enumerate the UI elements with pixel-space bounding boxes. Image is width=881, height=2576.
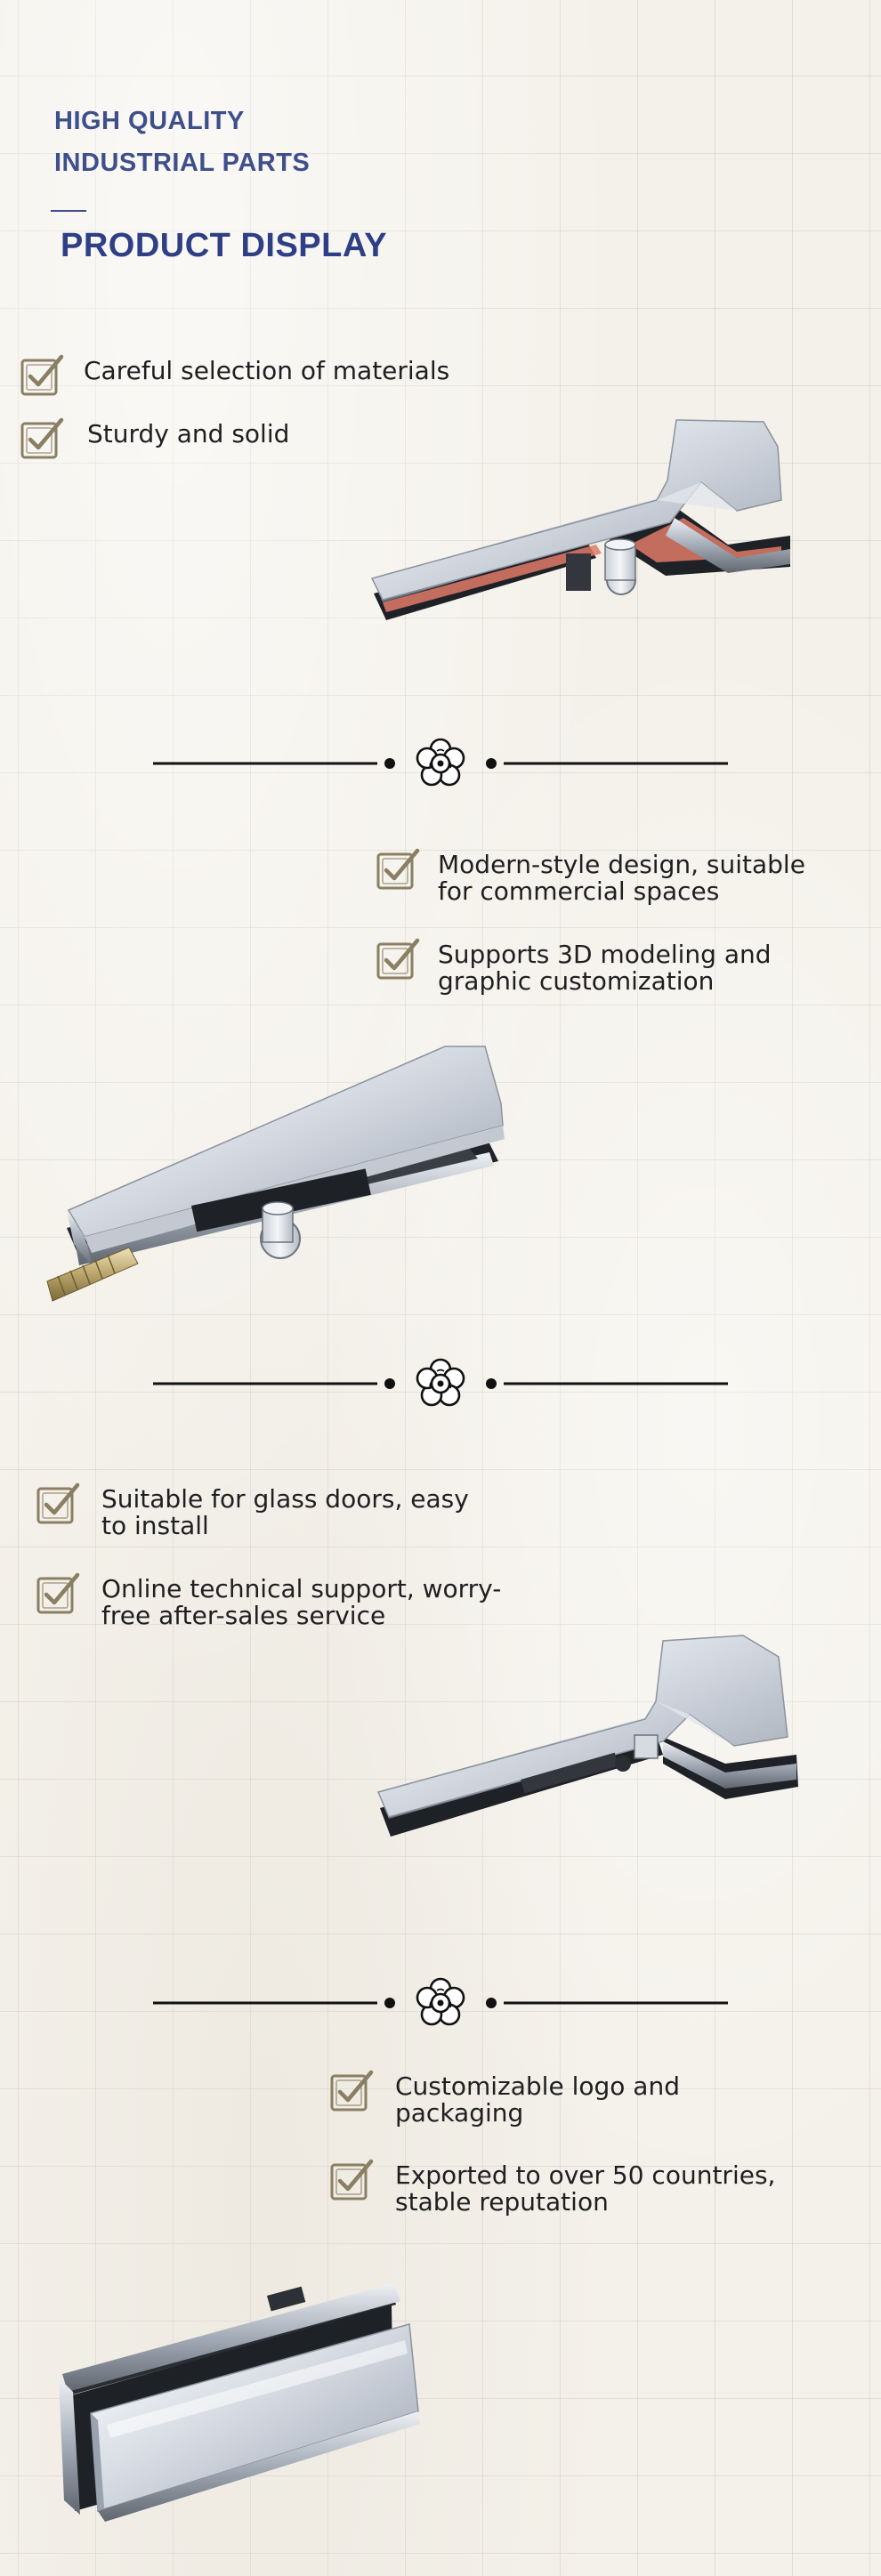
page-title: PRODUCT DISPLAY — [61, 227, 388, 264]
header-line-2: INDUSTRIAL PARTS — [54, 149, 311, 177]
feature-text: Supports 3D modeling and graphic customi… — [438, 940, 772, 996]
product-image-u-patch-fitting — [59, 2283, 420, 2522]
flower-ornament-icon — [153, 1976, 728, 2030]
flower-ornament-icon — [153, 737, 728, 790]
flower-ornament-icon — [153, 1357, 728, 1410]
checkbox-checked-icon — [376, 936, 422, 981]
feature-item: Modern-style design, suitable for commer… — [376, 846, 805, 905]
feature-text: Sturdy and solid — [87, 419, 290, 448]
feature-text: Careful selection of materials — [84, 356, 450, 385]
feature-text: Customizable logo and packaging — [395, 2071, 680, 2128]
checkbox-checked-icon — [329, 2068, 376, 2112]
feature-item: Careful selection of materials — [20, 352, 449, 397]
checkbox-checked-icon — [36, 1481, 82, 1525]
feature-text: Online technical support, worry- free af… — [101, 1574, 502, 1630]
feature-item: Sturdy and solid — [20, 416, 289, 460]
feature-item: Supports 3D modeling and graphic customi… — [376, 936, 772, 995]
product-image-l-fitting-slot — [376, 1635, 798, 1837]
feature-text: Exported to over 50 countries, stable re… — [395, 2160, 776, 2217]
feature-item: Customizable logo and packaging — [329, 2068, 680, 2127]
checkbox-checked-icon — [20, 416, 66, 460]
feature-item: Online technical support, worry- free af… — [36, 1571, 501, 1629]
product-image-l-patch-fitting — [370, 419, 790, 620]
feature-item: Exported to over 50 countries, stable re… — [329, 2157, 775, 2216]
checkbox-checked-icon — [36, 1571, 82, 1615]
checkbox-checked-icon — [376, 846, 422, 891]
header-rule — [51, 210, 86, 212]
checkbox-checked-icon — [20, 352, 66, 397]
feature-text: Suitable for glass doors, easy to instal… — [101, 1484, 469, 1540]
checkbox-checked-icon — [329, 2157, 376, 2201]
feature-text: Modern-style design, suitable for commer… — [438, 850, 805, 906]
product-image-top-patch-fitting — [46, 1046, 505, 1302]
feature-item: Suitable for glass doors, easy to instal… — [36, 1481, 469, 1539]
header-line-1: HIGH QUALITY — [54, 107, 245, 135]
